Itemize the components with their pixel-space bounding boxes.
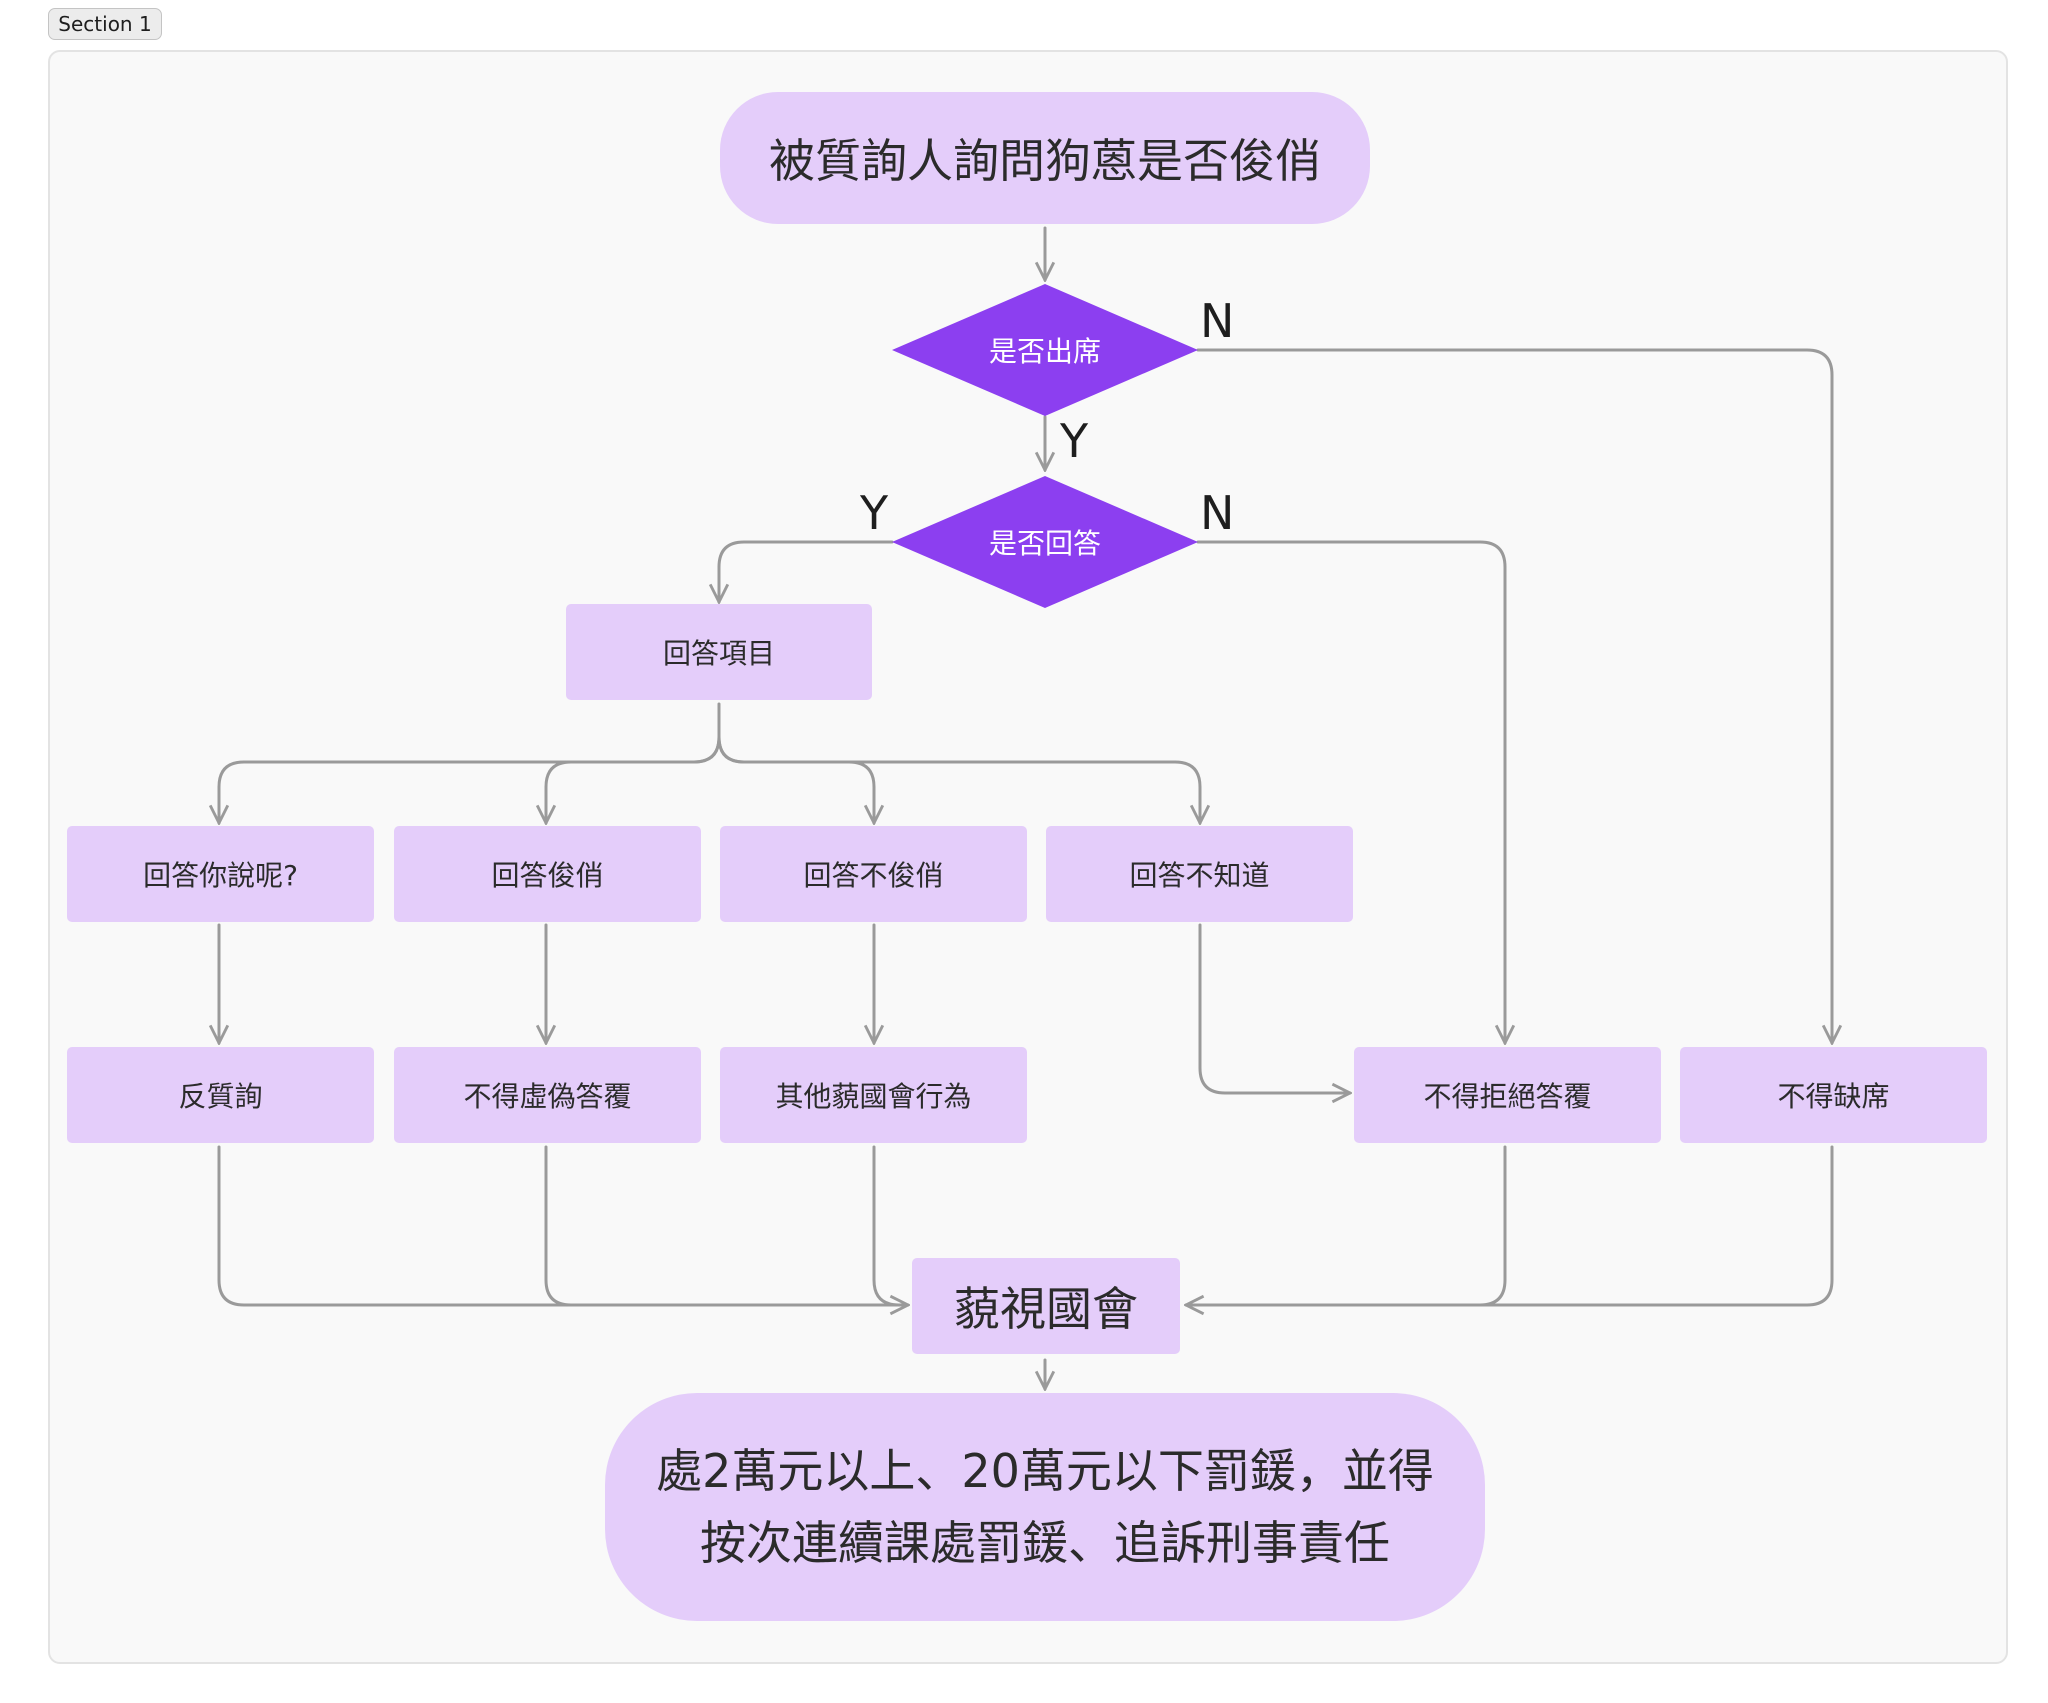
edge-label-answer-yes: Y (860, 486, 889, 540)
edge-answer-4-to-violation (1198, 923, 1350, 1093)
violation-node: 反質詢 (67, 1047, 374, 1143)
edge-violation-4-to-contempt (1478, 1145, 1507, 1307)
violation-node: 其他藐國會行為 (720, 1047, 1027, 1143)
answer-items-node: 回答項目 (566, 604, 872, 700)
penalty-line: 處2萬元以上、20萬元以下罰鍰，並得 (656, 1444, 1434, 1498)
edge-items-to-answer-2 (546, 735, 721, 823)
edge-label-attend-yes: Y (1060, 414, 1089, 468)
decision-answer-label: 是否回答 (988, 527, 1101, 560)
decision-attend-label: 是否出席 (988, 335, 1101, 368)
answer-node: 回答俊俏 (394, 826, 701, 922)
edge-violation-3-to-contempt (872, 1145, 901, 1307)
edge-label-attend-no: N (1200, 294, 1235, 348)
edge-violation-1-to-contempt (217, 1145, 908, 1305)
violation-node: 不得缺席 (1680, 1047, 1987, 1143)
edge-violation-2-to-contempt (544, 1145, 573, 1307)
answer-node: 回答不俊俏 (720, 826, 1027, 922)
edge-label-answer-no: N (1200, 486, 1235, 540)
edge-attend-no (1196, 348, 1832, 1043)
edge-answer-no (1196, 540, 1505, 1043)
section-tab[interactable]: Section 1 (48, 8, 162, 40)
answer-node: 回答不知道 (1046, 826, 1353, 922)
penalty-line: 按次連續課處罰鍰、追訴刑事責任 (700, 1516, 1390, 1570)
edge-answer-yes (719, 540, 894, 602)
decision-answer-shape (892, 476, 1198, 608)
penalty-node: 處2萬元以上、20萬元以下罰鍰，並得 按次連續課處罰鍰、追訴刑事責任 (605, 1393, 1485, 1621)
edge-items-to-answer-3 (717, 735, 874, 823)
violation-node: 不得虛偽答覆 (394, 1047, 701, 1143)
start-node: 被質詢人詢問狗蒽是否俊俏 (720, 92, 1370, 224)
decision-attend-shape (892, 284, 1198, 416)
answer-node: 回答你說呢? (67, 826, 374, 922)
edge-violation-5-to-contempt (1186, 1145, 1834, 1305)
violation-node: 不得拒絕答覆 (1354, 1047, 1661, 1143)
contempt-node: 藐視國會 (912, 1258, 1180, 1354)
edge-items-to-answer-4 (717, 735, 1200, 823)
